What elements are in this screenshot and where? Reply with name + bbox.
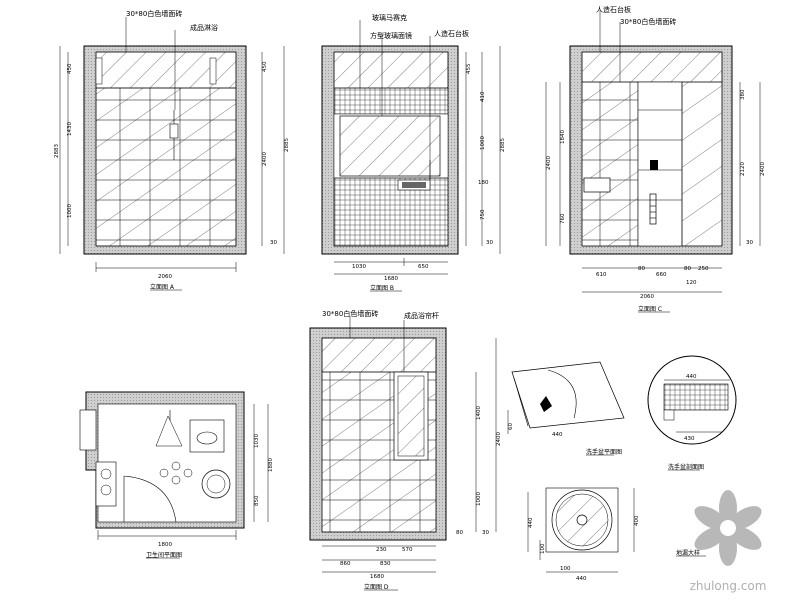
plan-h2: 1880: [268, 458, 274, 472]
elev-b-upper: 410: [480, 91, 486, 102]
label-bath-curtain: 成品浴帘杆: [404, 311, 439, 320]
elev-c-w2: 80: [638, 266, 645, 272]
label-marble-top-2: 人造石台板: [596, 5, 631, 14]
detail-tl-dim: 440: [552, 432, 563, 438]
elev-b-counter: 180: [478, 180, 489, 186]
label-mirror: 方型玻璃面镜: [370, 31, 412, 40]
elev-b-w-total: 1680: [384, 276, 398, 282]
detail-basin-section: 440 430 洗手盆剖面图: [647, 355, 737, 471]
elev-c-right-total: 2400: [760, 162, 766, 176]
elev-b-total: 2885: [500, 138, 506, 152]
elev-b-w1: 1030: [352, 264, 366, 270]
plan-h1: 1030: [254, 434, 260, 448]
elev-c-w-total: 2060: [640, 294, 654, 300]
elev-b-lower: 750: [480, 209, 486, 220]
detail-tr-mid: 430: [684, 436, 695, 442]
elev-c-left-mid: 1840: [560, 130, 566, 144]
elev-c-w5: 250: [698, 266, 709, 272]
label-tile-a: 30*80白色墙面砖: [126, 9, 182, 18]
elev-b-w2: 650: [418, 264, 429, 270]
elev-a-right-total: 2885: [284, 138, 290, 152]
bathroom-plan: 1030 1880 850 1800 卫生间平面图: [79, 391, 274, 559]
elev-d-right-bot: 1000: [476, 492, 482, 506]
elev-c-w1: 610: [596, 272, 607, 278]
elev-d-seg2: 570: [402, 547, 413, 553]
elev-b-top: 455: [466, 63, 472, 74]
elevation-c: 人造石台板 30*80白色墙面砖 1840 760 2400 380 2120 …: [545, 5, 766, 313]
caption-plan: 卫生间平面图: [146, 551, 182, 559]
label-shower: 成品淋浴: [190, 23, 218, 32]
flower-logo-icon: zhulong.com: [690, 490, 767, 593]
caption-detail-tr: 洗手盆剖面图: [668, 463, 704, 471]
caption-a: 立面图 A: [150, 283, 175, 291]
elev-c-w6: 120: [686, 280, 697, 286]
elev-d-right-total: 2400: [496, 432, 502, 446]
watermark-logo: zhulong.com: [668, 486, 788, 596]
elev-a-top-right: 450: [262, 61, 268, 72]
detail-br-w: 440: [576, 576, 587, 582]
elev-a-width: 2060: [158, 274, 172, 280]
elev-a-top: 450: [67, 63, 73, 74]
caption-d: 立面图 D: [364, 583, 389, 591]
elev-d-w-mid: 830: [380, 561, 391, 567]
elev-c-right-mid: 2120: [740, 162, 746, 176]
elev-b-floor: 30: [486, 240, 493, 246]
detail-br-h1: 440: [528, 517, 534, 528]
plan-width: 1800: [158, 542, 172, 548]
detail-drain: 440 100 400 100 440 地漏大样: [527, 487, 706, 582]
elev-d-w1: 860: [340, 561, 351, 567]
elev-d-left-mark: 80: [456, 530, 463, 536]
elevation-a: 30*80白色墙面砖 成品淋浴 450 1430 1000 2883 450 2…: [54, 9, 290, 291]
detail-br-h2: 400: [634, 515, 640, 526]
elev-c-w3: 660: [656, 272, 667, 278]
elev-c-left-bot: 760: [560, 213, 566, 224]
caption-detail-tl: 洗手盆平面图: [586, 448, 622, 456]
elev-a-total-left: 2883: [54, 144, 60, 158]
label-tile-d: 30*80白色墙面砖: [322, 309, 378, 318]
caption-b: 立面图 B: [370, 284, 394, 292]
elev-a-bot: 1000: [67, 204, 73, 218]
label-mosaic: 玻璃马赛克: [372, 13, 407, 22]
caption-detail-br: 地漏大样: [676, 549, 700, 557]
elevation-b: 玻璃马赛克 方型玻璃面镜 人造石台板 455 410 1000 180 750 …: [321, 13, 506, 292]
elev-c-left-total: 2400: [546, 156, 552, 170]
detail-br-w2: 100: [560, 566, 571, 572]
detail-br-h3: 100: [540, 543, 546, 554]
elev-a-mid: 1430: [67, 122, 73, 136]
elev-d-seg1: 230: [376, 547, 387, 553]
elev-d-w-total: 1680: [370, 574, 384, 580]
detail-basin-plan: 60 440 洗手盆平面图: [507, 361, 625, 456]
elev-d-right-top: 1400: [476, 406, 482, 420]
elevation-d: 30*80白色墙面砖 成品浴帘杆 1400 1000 2400 30 80 23…: [309, 309, 502, 591]
label-marble-top: 人造石台板: [434, 29, 469, 38]
elev-c-floor: 30: [746, 240, 753, 246]
caption-c: 立面图 C: [638, 305, 662, 313]
elev-a-bottom-small: 30: [270, 240, 277, 246]
elev-c-top: 380: [740, 89, 746, 100]
detail-tl-left: 60: [508, 423, 514, 430]
watermark-text: zhulong.com: [690, 579, 767, 593]
detail-tr-top: 440: [686, 374, 697, 380]
elev-c-w4: 80: [684, 266, 691, 272]
elev-b-mirror: 1000: [480, 136, 486, 150]
elev-a-right-mid: 2400: [262, 152, 268, 166]
plan-h3: 850: [254, 495, 260, 506]
label-tile-c: 30*80白色墙面砖: [620, 17, 676, 26]
elev-d-floor: 30: [482, 530, 489, 536]
